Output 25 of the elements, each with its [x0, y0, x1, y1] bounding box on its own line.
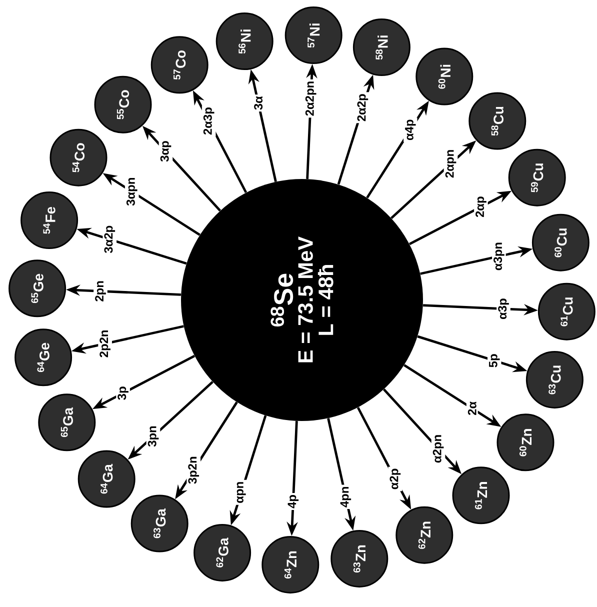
- edge-label: 2α2p: [356, 92, 370, 124]
- edge-label: 3α: [252, 94, 264, 112]
- edge-label: 2α: [466, 400, 478, 417]
- edge-label: 2αpn: [444, 148, 458, 180]
- edge-label: 2α3p: [202, 106, 216, 136]
- edge-label: 5p: [488, 352, 502, 370]
- edge-label: 4pn: [338, 484, 353, 510]
- edge-label: 2αp: [474, 194, 488, 219]
- edge-label: 2α2pn: [304, 79, 318, 118]
- edge-label: α2pn: [431, 432, 446, 465]
- edge-label: 3p: [116, 384, 130, 402]
- edge-label: 4p: [286, 493, 300, 510]
- edge-label: α2p: [388, 466, 402, 492]
- edge-label: α3pn: [492, 240, 506, 272]
- edge-label: α4p: [404, 118, 418, 142]
- edge-label: 2pn: [94, 279, 108, 304]
- edge-label: 2p2n: [98, 328, 112, 360]
- edge-label: α3p: [496, 296, 510, 321]
- edge-label: 3p2n: [186, 454, 200, 486]
- nucleus-sphere: $^{68}$Se E = 73.5 MeV L = 48ħ: [181, 179, 423, 421]
- edge-label: 3pn: [146, 424, 160, 448]
- edge-label: 3αp: [158, 139, 173, 164]
- edge-label: 3αpn: [124, 176, 139, 208]
- edge-label: 3α2p: [102, 224, 117, 255]
- edge-label: αpn: [235, 480, 248, 505]
